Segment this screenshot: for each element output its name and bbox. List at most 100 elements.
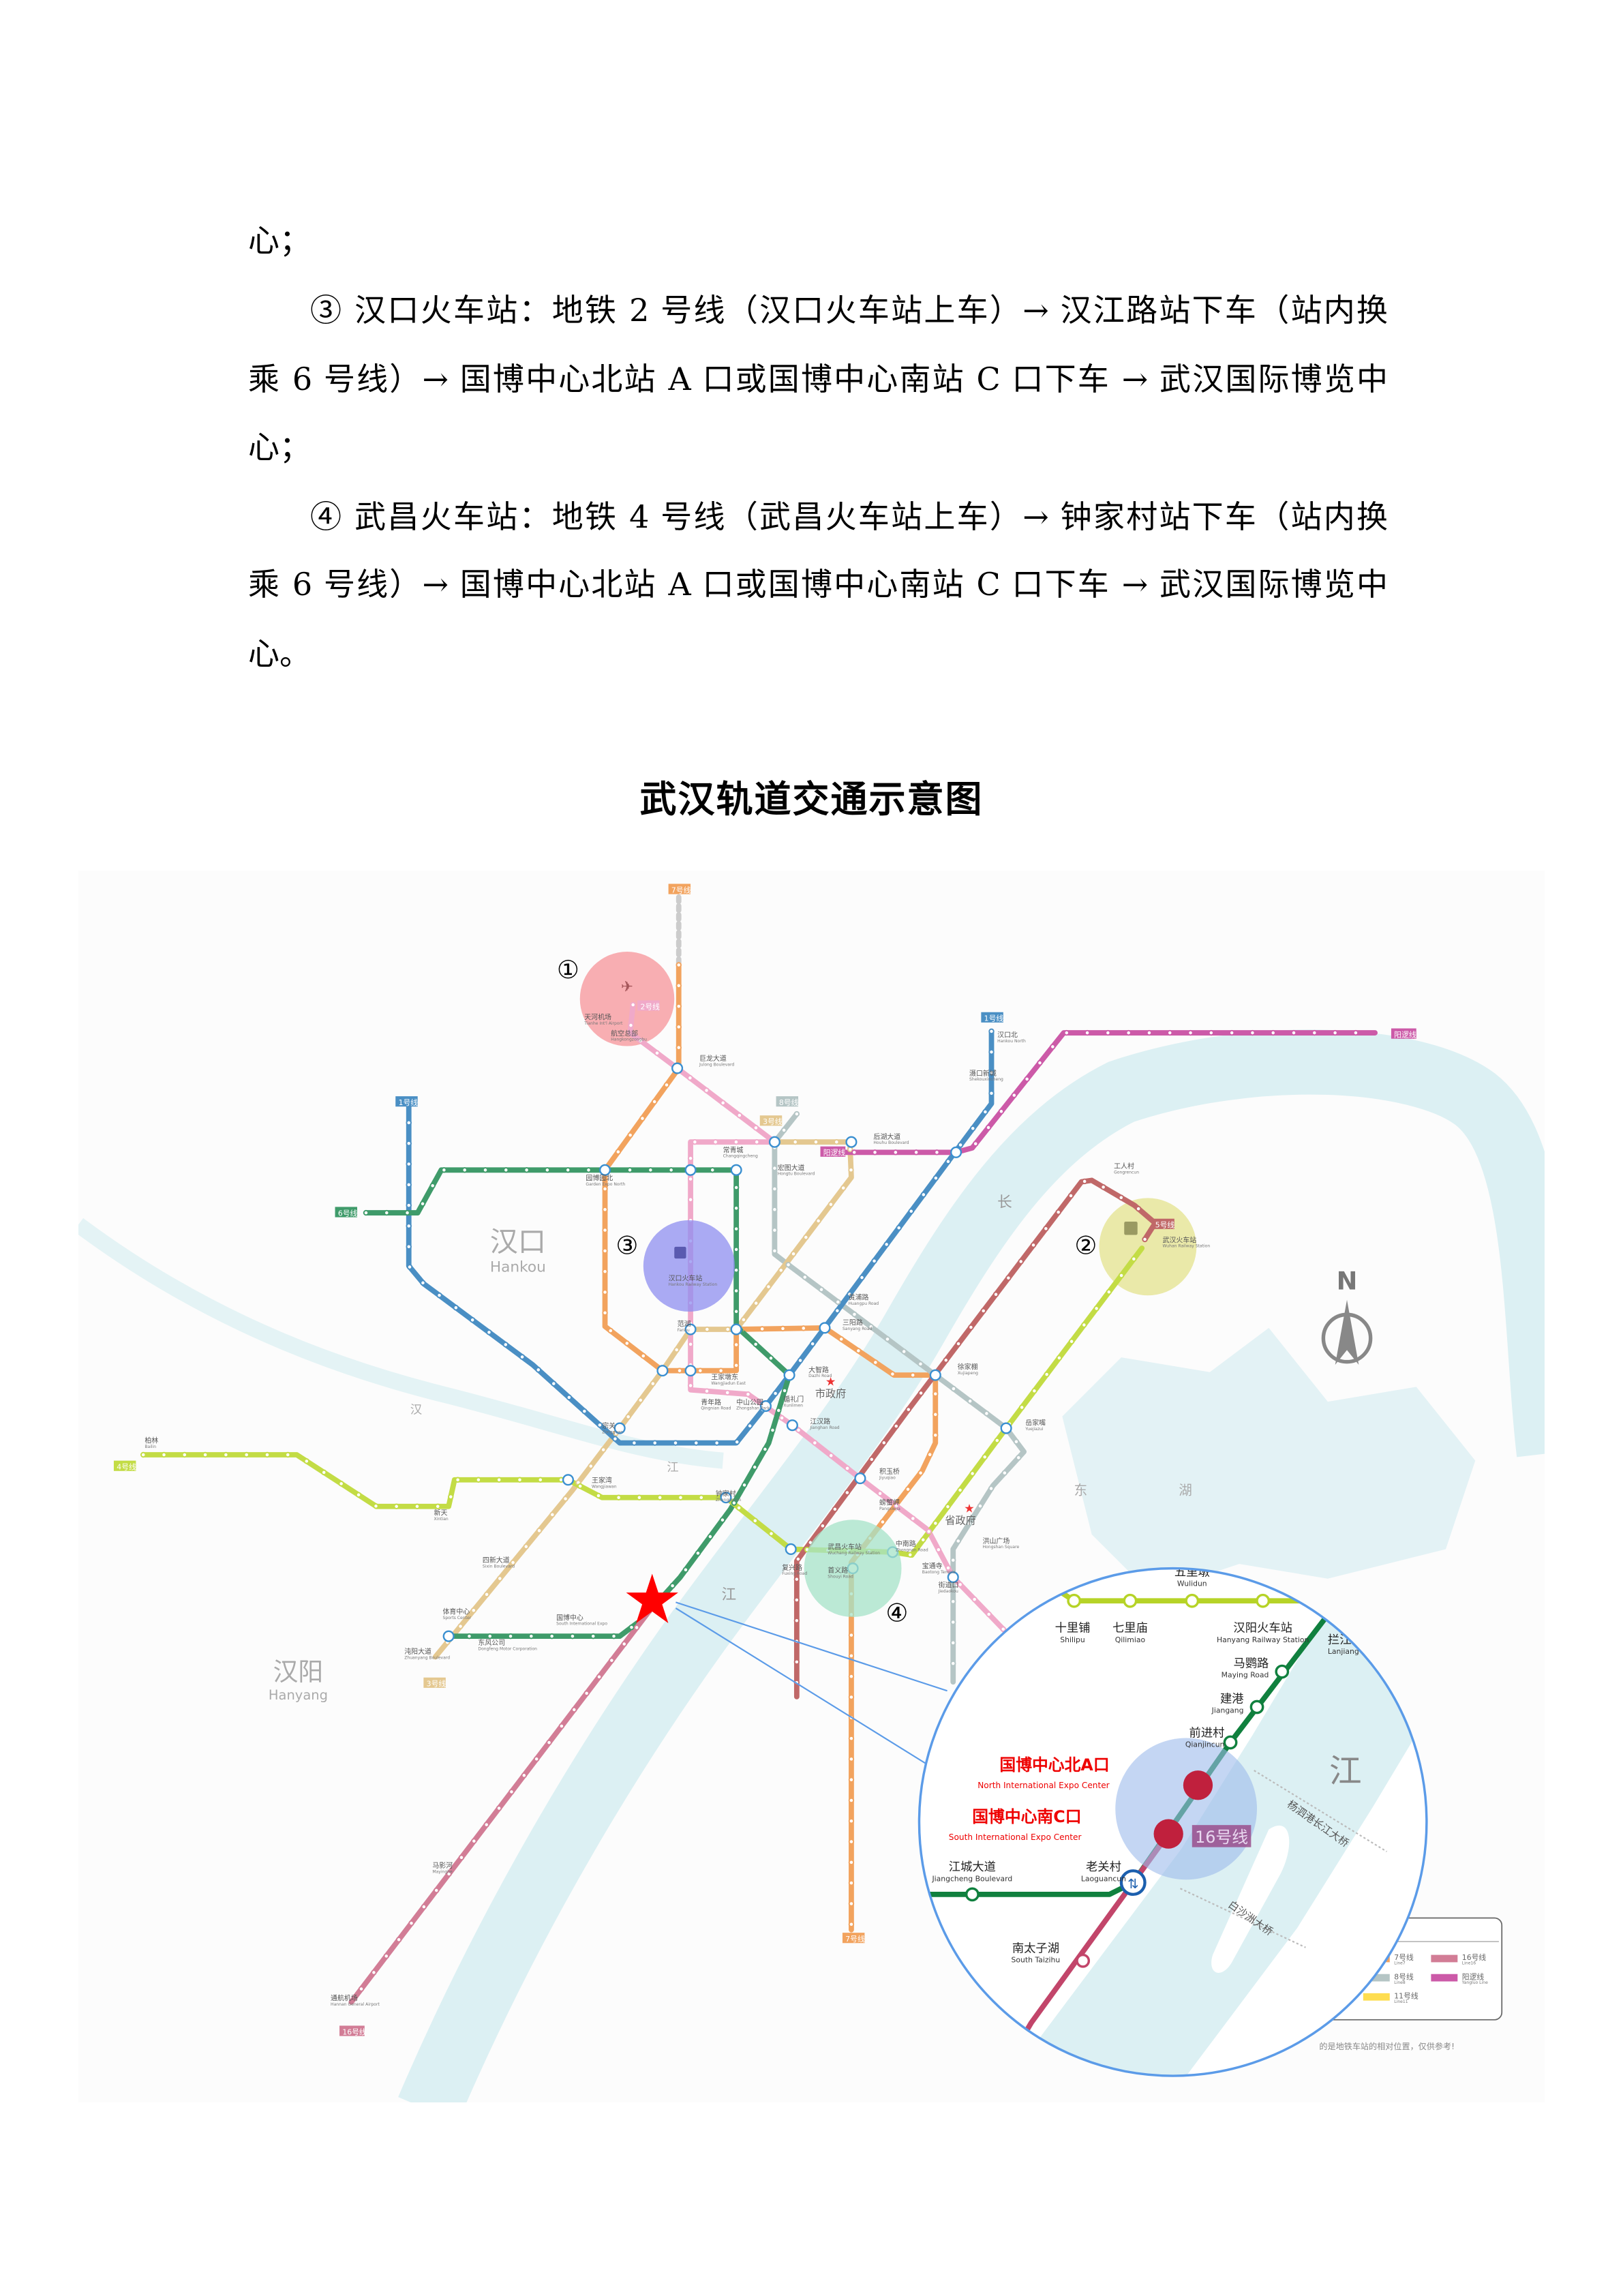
station-dot: [469, 1317, 476, 1323]
station-dot: [848, 1797, 855, 1804]
station-dot: [977, 1502, 984, 1509]
station-dot: [1142, 1236, 1148, 1243]
legend-label: 阳逻线: [1462, 1972, 1485, 1981]
legend-label-en: Line7: [1394, 1961, 1406, 1966]
station-dot: [907, 1552, 913, 1558]
station-dot: [1135, 1205, 1142, 1212]
station-dot: [1118, 1272, 1125, 1279]
badge-line6: 6号线: [338, 1208, 358, 1218]
station-dot: [656, 1598, 662, 1604]
station-label: 柏林: [145, 1436, 158, 1445]
station-dot: [1106, 1288, 1112, 1295]
station-dot: [687, 1383, 694, 1389]
station-dot: [441, 1167, 447, 1173]
station-dot: [920, 1192, 927, 1198]
station-label: 中南路: [896, 1539, 916, 1548]
station-dot: [1000, 1626, 1006, 1633]
station-label-en: Dongfeng Motor Corporation: [478, 1646, 537, 1651]
station-dot: [835, 1299, 841, 1305]
line11-badge: 11号线: [1475, 1647, 1500, 1657]
station-dot: [676, 1044, 682, 1051]
station-dot: [544, 1167, 551, 1173]
station-dot: [612, 1436, 618, 1442]
station-dot: [932, 1520, 939, 1526]
badge-yangluo-west: 阳逻线: [823, 1148, 846, 1158]
wuchang-station-highlight: [804, 1520, 902, 1618]
station-dot: [1223, 1735, 1238, 1750]
station-dot: [637, 1397, 643, 1404]
inset-station-label: 十里铺: [1055, 1622, 1091, 1635]
inset-station-label-en: Hanyang Railway Station: [1217, 1635, 1309, 1644]
station-dot: [859, 1274, 865, 1281]
station-dot: [1044, 1371, 1050, 1378]
marker-4: ④: [886, 1599, 909, 1628]
station-dot: [945, 1158, 952, 1165]
station-dot: [950, 1660, 956, 1667]
station-dot: [383, 1953, 389, 1959]
station-dot: [733, 1308, 740, 1315]
station-dot: [507, 1633, 514, 1640]
interchange-arrows-icon: ⇅: [1127, 1876, 1138, 1892]
station-dot: [602, 1289, 608, 1295]
station-label: 大智路: [808, 1365, 829, 1374]
station-dot: [966, 1520, 973, 1527]
station-label: 天河机场: [584, 1013, 611, 1022]
station-label: 国博中心: [556, 1613, 583, 1622]
station-dot: [640, 1353, 647, 1359]
station-dot: [1084, 1029, 1091, 1036]
north-compass: N: [1321, 1267, 1373, 1365]
station-dot: [770, 1427, 776, 1434]
station-dot: [812, 1440, 818, 1446]
station-dot: [497, 1575, 503, 1582]
station-dot: [1011, 1092, 1017, 1098]
station-dot: [890, 1371, 896, 1377]
station-dot: [320, 1469, 327, 1476]
station-dot: [950, 1385, 957, 1392]
station-dot: [828, 1201, 834, 1207]
station-dot: [697, 1368, 703, 1374]
yangtze-river: [398, 1029, 1581, 2123]
station-dot: [848, 1839, 855, 1845]
legend-label: 11号线: [1394, 1991, 1419, 2000]
station-label-en: Shouyi Road: [828, 1574, 853, 1579]
station-dot: [753, 1125, 759, 1131]
station-dot: [1131, 1256, 1137, 1263]
water-label: 江: [667, 1461, 678, 1475]
station-label-en: Wuchang Railway Station: [828, 1551, 880, 1556]
inset-station-label-en: Jiangcheng Boulevard: [931, 1874, 1012, 1883]
inset-station-label: 江城大道: [949, 1860, 996, 1874]
inset-station-label-en: Qilimiao: [1115, 1635, 1146, 1644]
station-label: 徐家棚: [958, 1362, 978, 1371]
star-icon: ★: [964, 1502, 975, 1515]
station-dot: [626, 1167, 633, 1173]
station-dot: [453, 1304, 459, 1311]
station-label: 巨龙大道: [699, 1054, 727, 1063]
station-label-en: Fanhu: [678, 1328, 690, 1333]
station-dot: [181, 1451, 188, 1458]
station-dot: [446, 1871, 452, 1877]
station-dot: [549, 1633, 555, 1640]
line11-badge-bg: [1474, 1645, 1500, 1657]
station-dot: [840, 1185, 847, 1191]
station-dot: [523, 1543, 530, 1550]
station-dot: [393, 1503, 399, 1509]
station-dot: [483, 1822, 489, 1828]
interchange-icon: [947, 1571, 959, 1584]
station-dot: [848, 1879, 855, 1886]
station-dot: [828, 1452, 834, 1459]
station-dot: [483, 1591, 490, 1598]
interchange-icon: [684, 1164, 697, 1176]
airport-icon: ✈: [621, 978, 633, 995]
station-dot: [1459, 1649, 1466, 1656]
inset-bridge-1: [1254, 1770, 1388, 1853]
station-dot: [945, 1565, 952, 1571]
station-dot: [528, 1633, 534, 1640]
station-label: 体育中心: [443, 1607, 470, 1616]
station-dot: [982, 1108, 988, 1115]
station-dot: [466, 1633, 472, 1640]
station-dot: [793, 1659, 800, 1665]
station-dot: [668, 1167, 674, 1173]
station-label-en: Fuxing Road: [782, 1571, 807, 1576]
metro-map: 长 汉 江 江 东 湖 汉口 Hankou 汉阳 Hanyang ✈ ① ② ③…: [73, 871, 1581, 2123]
station-dot: [848, 1735, 855, 1742]
